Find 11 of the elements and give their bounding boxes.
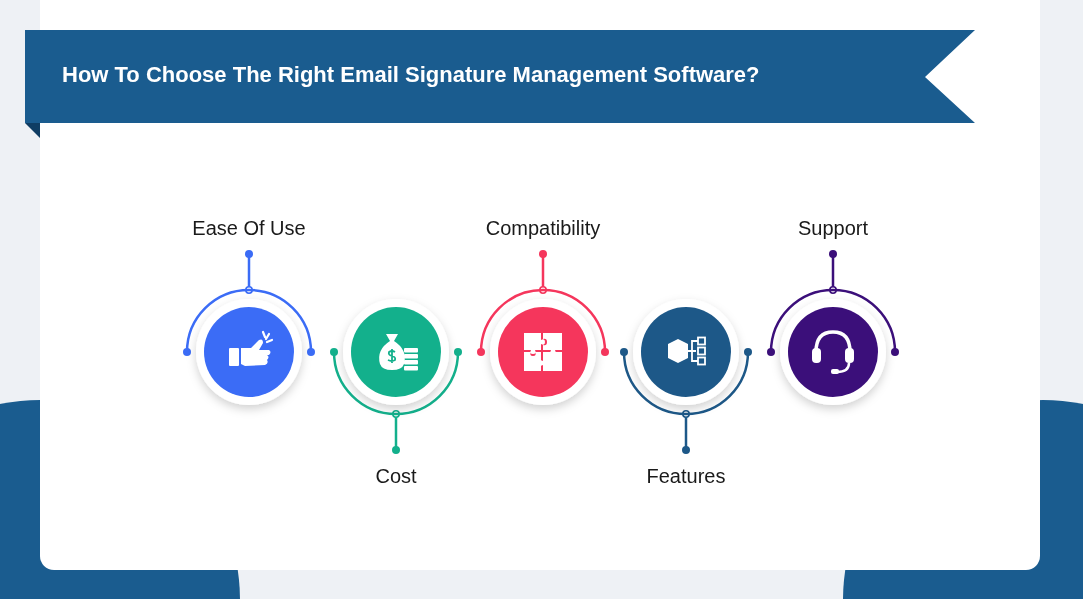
title: How To Choose The Right Email Signature Management Software?: [62, 62, 760, 88]
item-label: Features: [596, 464, 776, 488]
leader-line: [682, 410, 690, 454]
item-label: Support: [743, 216, 923, 240]
leader-line: [392, 410, 400, 454]
item-label: Ease Of Use: [159, 216, 339, 240]
leader-line: [829, 250, 837, 294]
leader-line: [245, 250, 253, 294]
item-label: Compatibility: [453, 216, 633, 240]
item-label: Cost: [306, 464, 486, 488]
leader-line: [539, 250, 547, 294]
